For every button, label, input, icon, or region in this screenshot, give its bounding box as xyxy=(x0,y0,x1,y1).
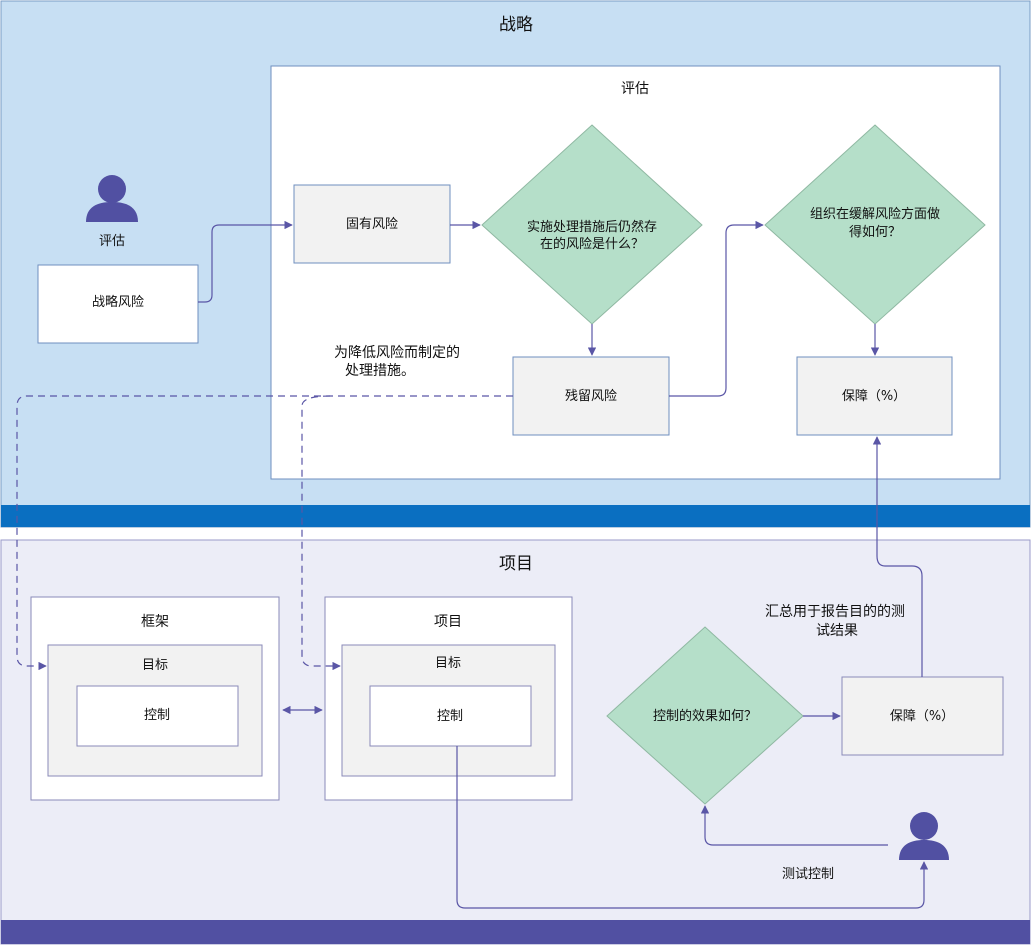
connector-tester-to-effect xyxy=(700,805,888,846)
strategy-assurance-label: 保障（%） xyxy=(842,389,906,404)
connector-residual-to-org-diamond xyxy=(669,220,764,397)
project-control-label: 控制 xyxy=(437,709,463,724)
org-question-line1: 组织在缓解风险方面做 xyxy=(810,206,940,222)
inherent-risk-box xyxy=(293,184,451,264)
strategy-section: 战略 评估 评估 战略风险 固有风险 实施处理措施后仍然存 在的风险是什么？ 组… xyxy=(0,0,1031,528)
strategy-title: 战略 xyxy=(499,15,533,35)
assessor-person-icon xyxy=(86,175,138,222)
summary-note-line2: 试结果 xyxy=(816,623,858,639)
strategy-assurance-box xyxy=(796,356,953,436)
connector-control-to-tester xyxy=(456,746,929,909)
project-objective-label: 目标 xyxy=(435,656,461,671)
project-assurance-label: 保障（%） xyxy=(890,709,954,724)
project-stripe xyxy=(1,920,1030,944)
residual-question-line2: 在的风险是什么？ xyxy=(540,236,644,252)
assessment-title: 评估 xyxy=(621,81,649,97)
project-section: 项目 框架 目标 控制 项目 目标 控制 控制的效果如何？ 保障（%） 汇总用于… xyxy=(0,539,1031,945)
project-title: 项目 xyxy=(499,554,533,574)
assessor-label: 评估 xyxy=(99,234,125,249)
connector-project-assurance-to-strategy-assurance xyxy=(872,436,923,677)
inherent-risk-label: 固有风险 xyxy=(346,217,398,232)
effect-question-diamond xyxy=(606,626,804,805)
treatment-note-line2: 处理措施。 xyxy=(345,363,415,379)
dashed-connector-to-project xyxy=(301,395,341,671)
tester-person-icon xyxy=(899,812,949,860)
residual-risk-box xyxy=(512,356,670,436)
strategy-stripe xyxy=(1,505,1030,527)
connectors xyxy=(16,220,929,909)
summary-note-line1: 汇总用于报告目的的测 xyxy=(765,604,905,620)
strategic-risk-box xyxy=(37,264,199,344)
test-control-label: 测试控制 xyxy=(782,867,834,882)
dashed-connector-to-framework xyxy=(16,395,513,671)
strategic-risk-label: 战略风险 xyxy=(92,294,144,310)
project-box-title: 项目 xyxy=(434,614,462,630)
framework-control-box xyxy=(76,685,239,747)
org-question-line2: 得如何？ xyxy=(849,224,901,240)
treatment-note-line1: 为降低风险而制定的 xyxy=(334,345,460,361)
residual-question-line1: 实施处理措施后仍然存 xyxy=(527,219,657,235)
project-assurance-box xyxy=(841,676,1004,756)
connector-strategic-to-inherent xyxy=(198,220,293,303)
framework-control-label: 控制 xyxy=(144,708,170,723)
framework-title: 框架 xyxy=(141,614,169,630)
project-control-box xyxy=(369,685,532,747)
residual-risk-label: 残留风险 xyxy=(565,389,617,404)
framework-objective-label: 目标 xyxy=(142,658,168,673)
effect-question-label: 控制的效果如何？ xyxy=(653,708,757,724)
